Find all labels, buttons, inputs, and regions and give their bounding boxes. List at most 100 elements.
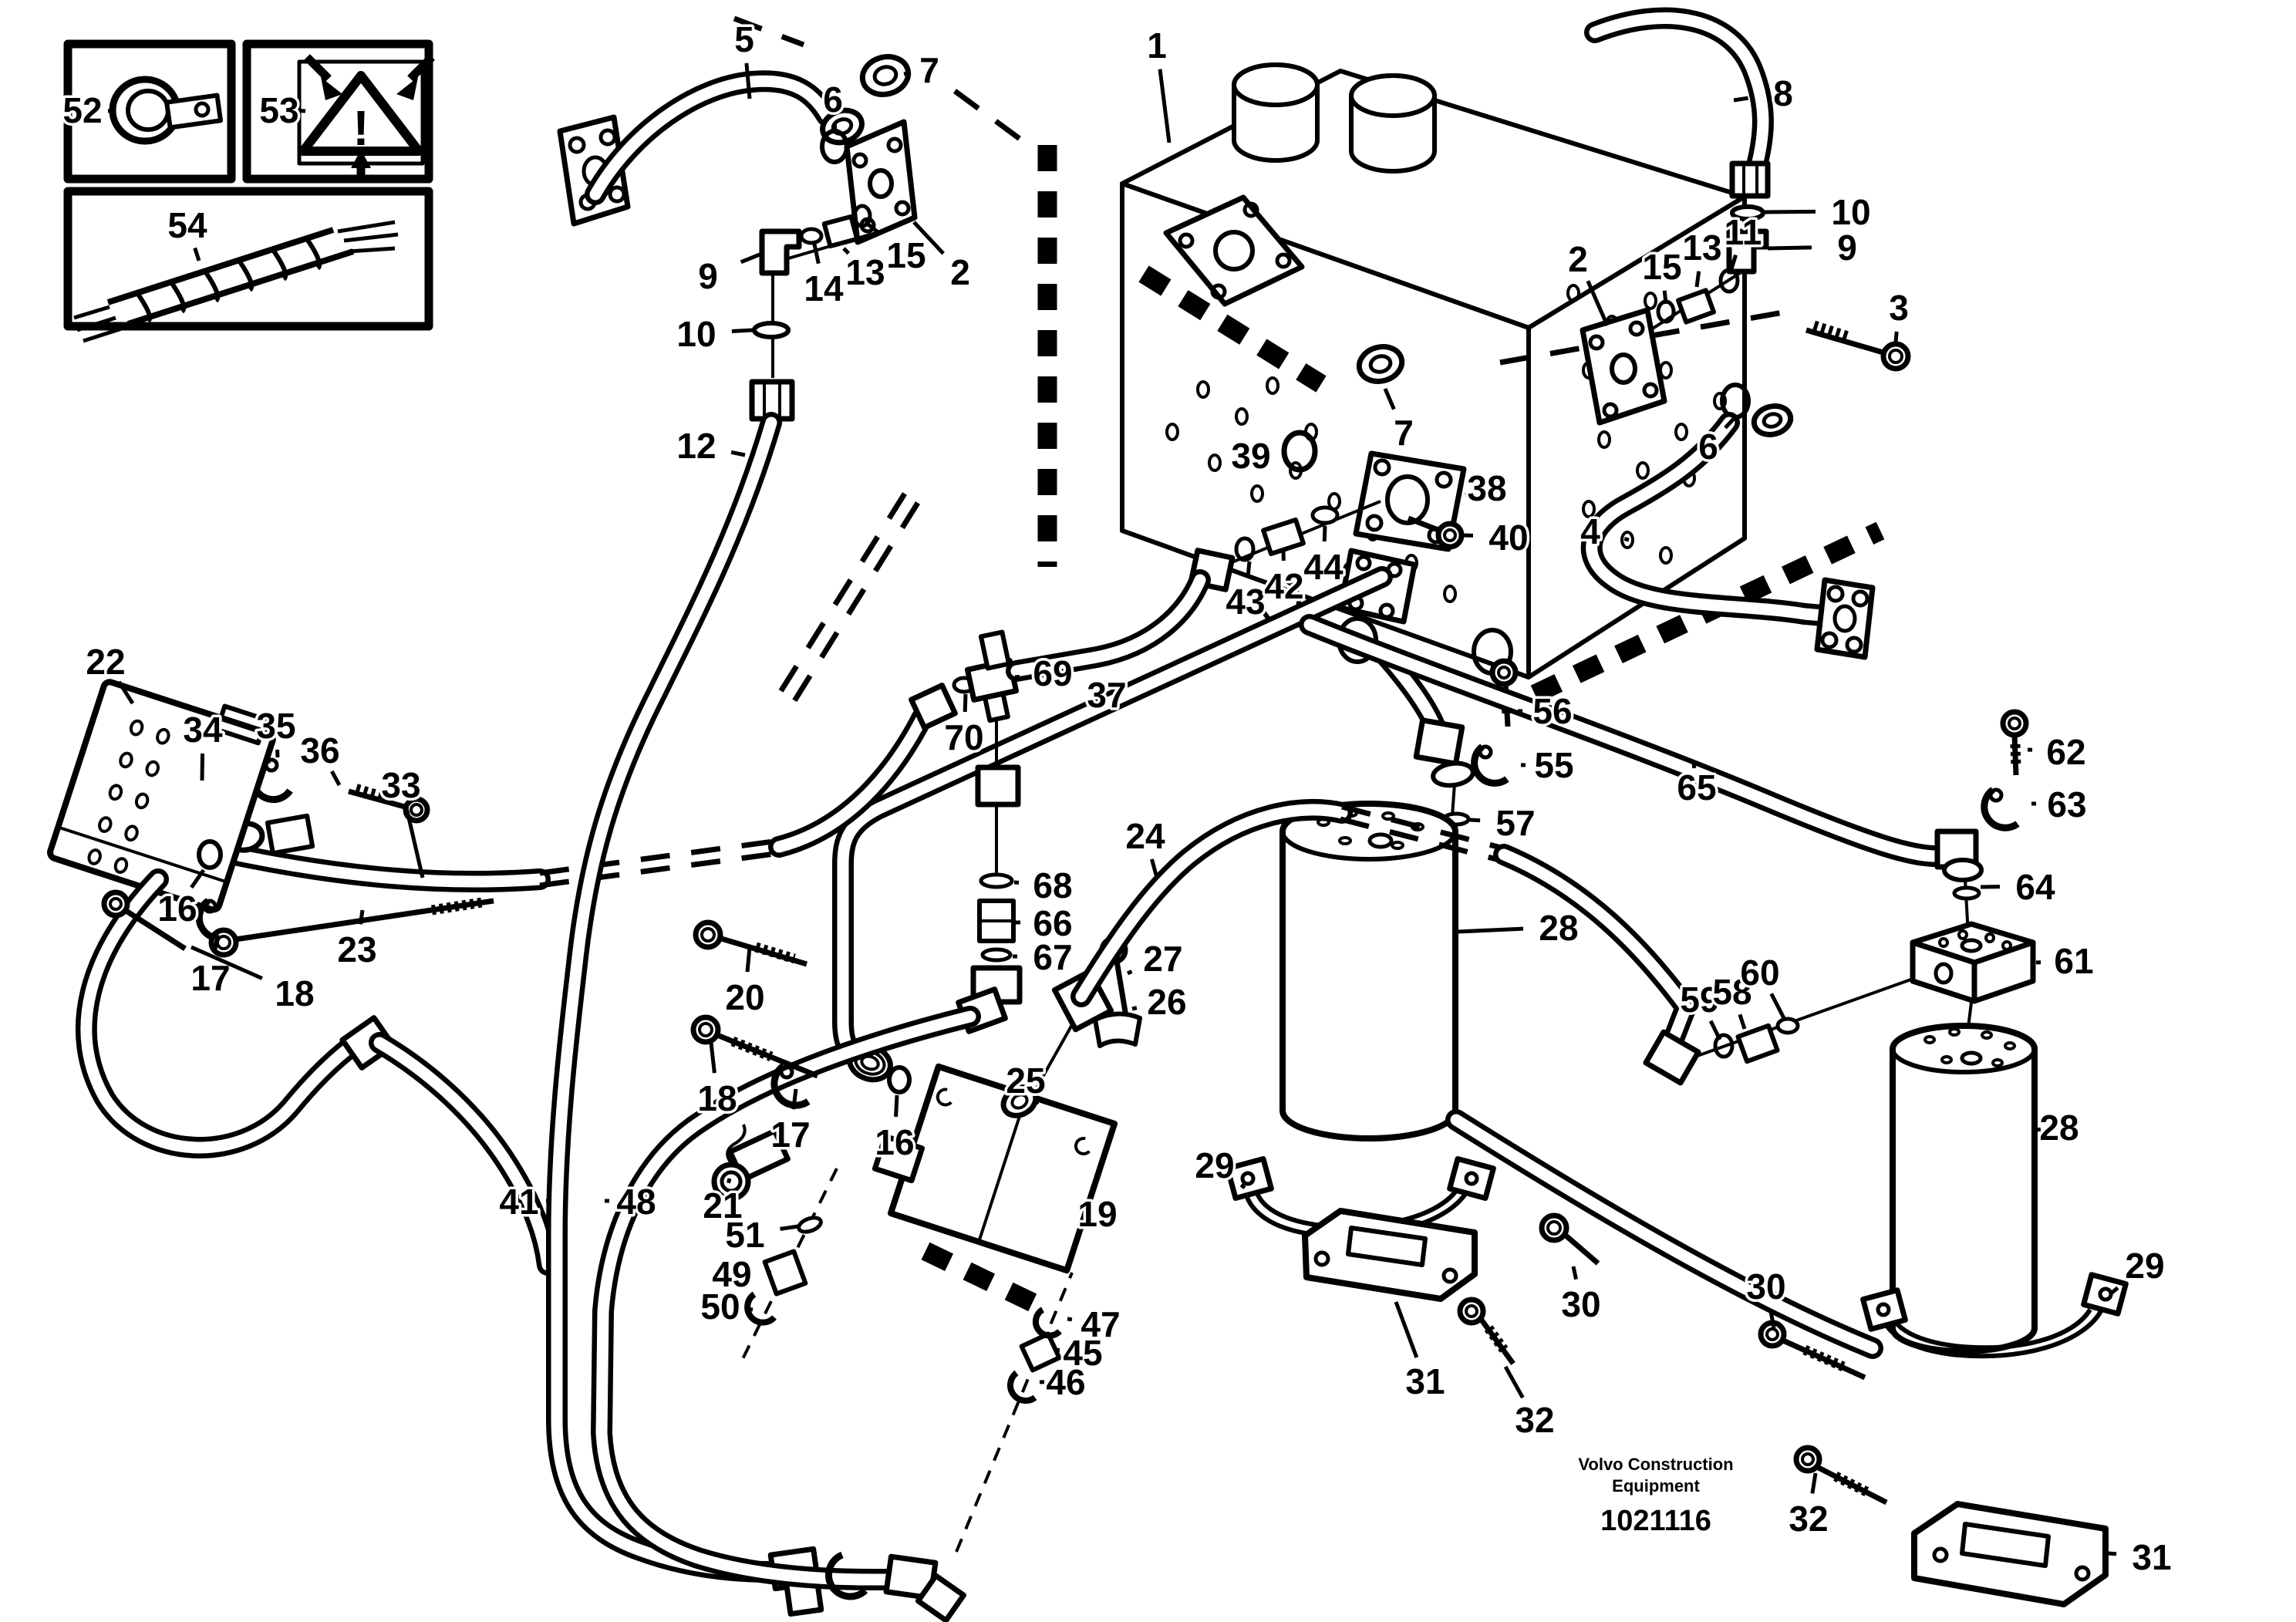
callout-33: 33 [379,763,425,878]
callout-number-8: 8 [1773,73,1793,113]
callout-10: 10 [674,312,754,357]
callout-26: 26 [1131,980,1189,1025]
callout-70: 70 [942,693,986,760]
callout-22: 22 [83,639,135,705]
callout-number-28: 28 [1539,908,1578,948]
callout-number-68: 68 [1033,865,1072,905]
o-ring-11 [1718,268,1740,294]
callout-4: 4 [1578,509,1630,555]
legend: ! [63,39,435,343]
callout-60: 60 [1738,950,1787,1021]
hose-nut [1643,1029,1701,1086]
callout-number-29: 29 [2125,1246,2164,1286]
brand-line-2: Equipment [1612,1476,1700,1496]
callout-5: 5 [732,17,757,99]
callout-24: 24 [1123,814,1168,878]
seal-sleeve [1942,858,1984,882]
callout-35: 35 [254,703,298,758]
callout-number-38: 38 [1467,468,1506,508]
crush-hazard-warning-icon: ! [297,54,435,179]
accumulator-cylinder-28 [1890,1023,2038,1354]
flange-block-2-left [749,119,918,422]
callout-number-17: 17 [190,958,230,998]
callout-number-15: 15 [886,235,925,275]
hose-ferrule [265,813,315,856]
callout-38: 38 [1465,466,1509,511]
bolt-20-head [693,919,723,950]
callout-62: 62 [2027,730,2089,775]
callout-11: 11 [1721,210,1765,272]
pipe-8-assembly [1580,7,1911,426]
flange-block-2-right [1580,307,1667,426]
callout-number-53: 53 [259,90,298,130]
clip-50 [744,1291,777,1326]
callout-1: 1 [1145,23,1172,143]
callout-68: 68 [1013,863,1075,909]
callout-9: 9 [696,252,760,299]
bracket-31-left [1302,1208,1478,1302]
bolt-32-head [1457,1297,1486,1326]
callout-number-39: 39 [1231,436,1270,476]
callout-28: 28 [2035,1105,2082,1151]
callout-3: 3 [1886,285,1911,343]
nipple-49 [762,1249,808,1297]
callout-number-24: 24 [1125,816,1165,856]
clamp [824,1551,868,1600]
callout-number-16: 16 [157,889,197,929]
callout-number-45: 45 [1063,1333,1102,1373]
callout-number-58: 58 [1712,972,1752,1012]
nipple-13 [821,214,860,249]
callout-number-18: 18 [697,1078,737,1118]
elbow-fitting [1413,717,1465,767]
callout-30: 30 [1559,1266,1603,1327]
control-unit-22 [47,679,276,913]
callout-number-41: 41 [499,1182,538,1222]
washer-10 [752,321,791,339]
callout-61: 61 [2035,939,2096,984]
callout-31: 31 [2108,1535,2174,1580]
callout-number-31: 31 [2132,1537,2171,1577]
bracket-31-right [1911,1501,2109,1607]
callout-number-19: 19 [1077,1194,1117,1234]
callout-18: 18 [190,945,317,1017]
o-ring-16 [887,1065,912,1094]
callout-41: 41 [497,1179,551,1225]
callout-7: 7 [1383,388,1416,456]
callout-number-14: 14 [804,268,844,309]
washer-68 [979,872,1014,889]
callout-number-23: 23 [337,929,376,969]
pipe-4-assembly [1580,412,1876,660]
nipple-45 [1019,1331,1062,1373]
part-number: 1021116 [1600,1505,1711,1537]
callout-40: 40 [1462,515,1531,561]
seal-sleeve [1751,403,1794,437]
washer-10 [1730,204,1765,221]
hose-48 [590,492,981,1622]
callout-number-37: 37 [1087,675,1126,715]
callout-number-32: 32 [1515,1400,1554,1440]
clip-47 [1032,1307,1062,1339]
callout-10: 10 [1764,190,1873,235]
callout-6: 6 [1696,417,1735,470]
callout-28: 28 [1457,905,1581,951]
callout-54: 54 [165,203,210,261]
seal-25 [1000,1084,1039,1118]
bolt-30-head [1539,1212,1569,1243]
callout-32: 32 [1503,1365,1557,1443]
callout-29: 29 [1192,1143,1246,1189]
callout-number-2: 2 [1568,239,1588,279]
callout-57: 57 [1469,801,1538,846]
callout-64: 64 [1980,865,2058,910]
strap-29-right [1860,1272,2129,1359]
callout-number-60: 60 [1740,953,1779,993]
callout-69: 69 [1014,651,1075,696]
callout-number-64: 64 [2015,867,2055,907]
callout-number-9: 9 [698,256,718,296]
clamp-63 [1981,787,2020,831]
callout-number-10: 10 [1831,192,1870,232]
callout-number-28: 28 [2039,1108,2079,1148]
bolt-3-head [1880,341,1911,372]
callout-13: 13 [842,247,888,295]
washer-60 [1775,1017,1800,1035]
